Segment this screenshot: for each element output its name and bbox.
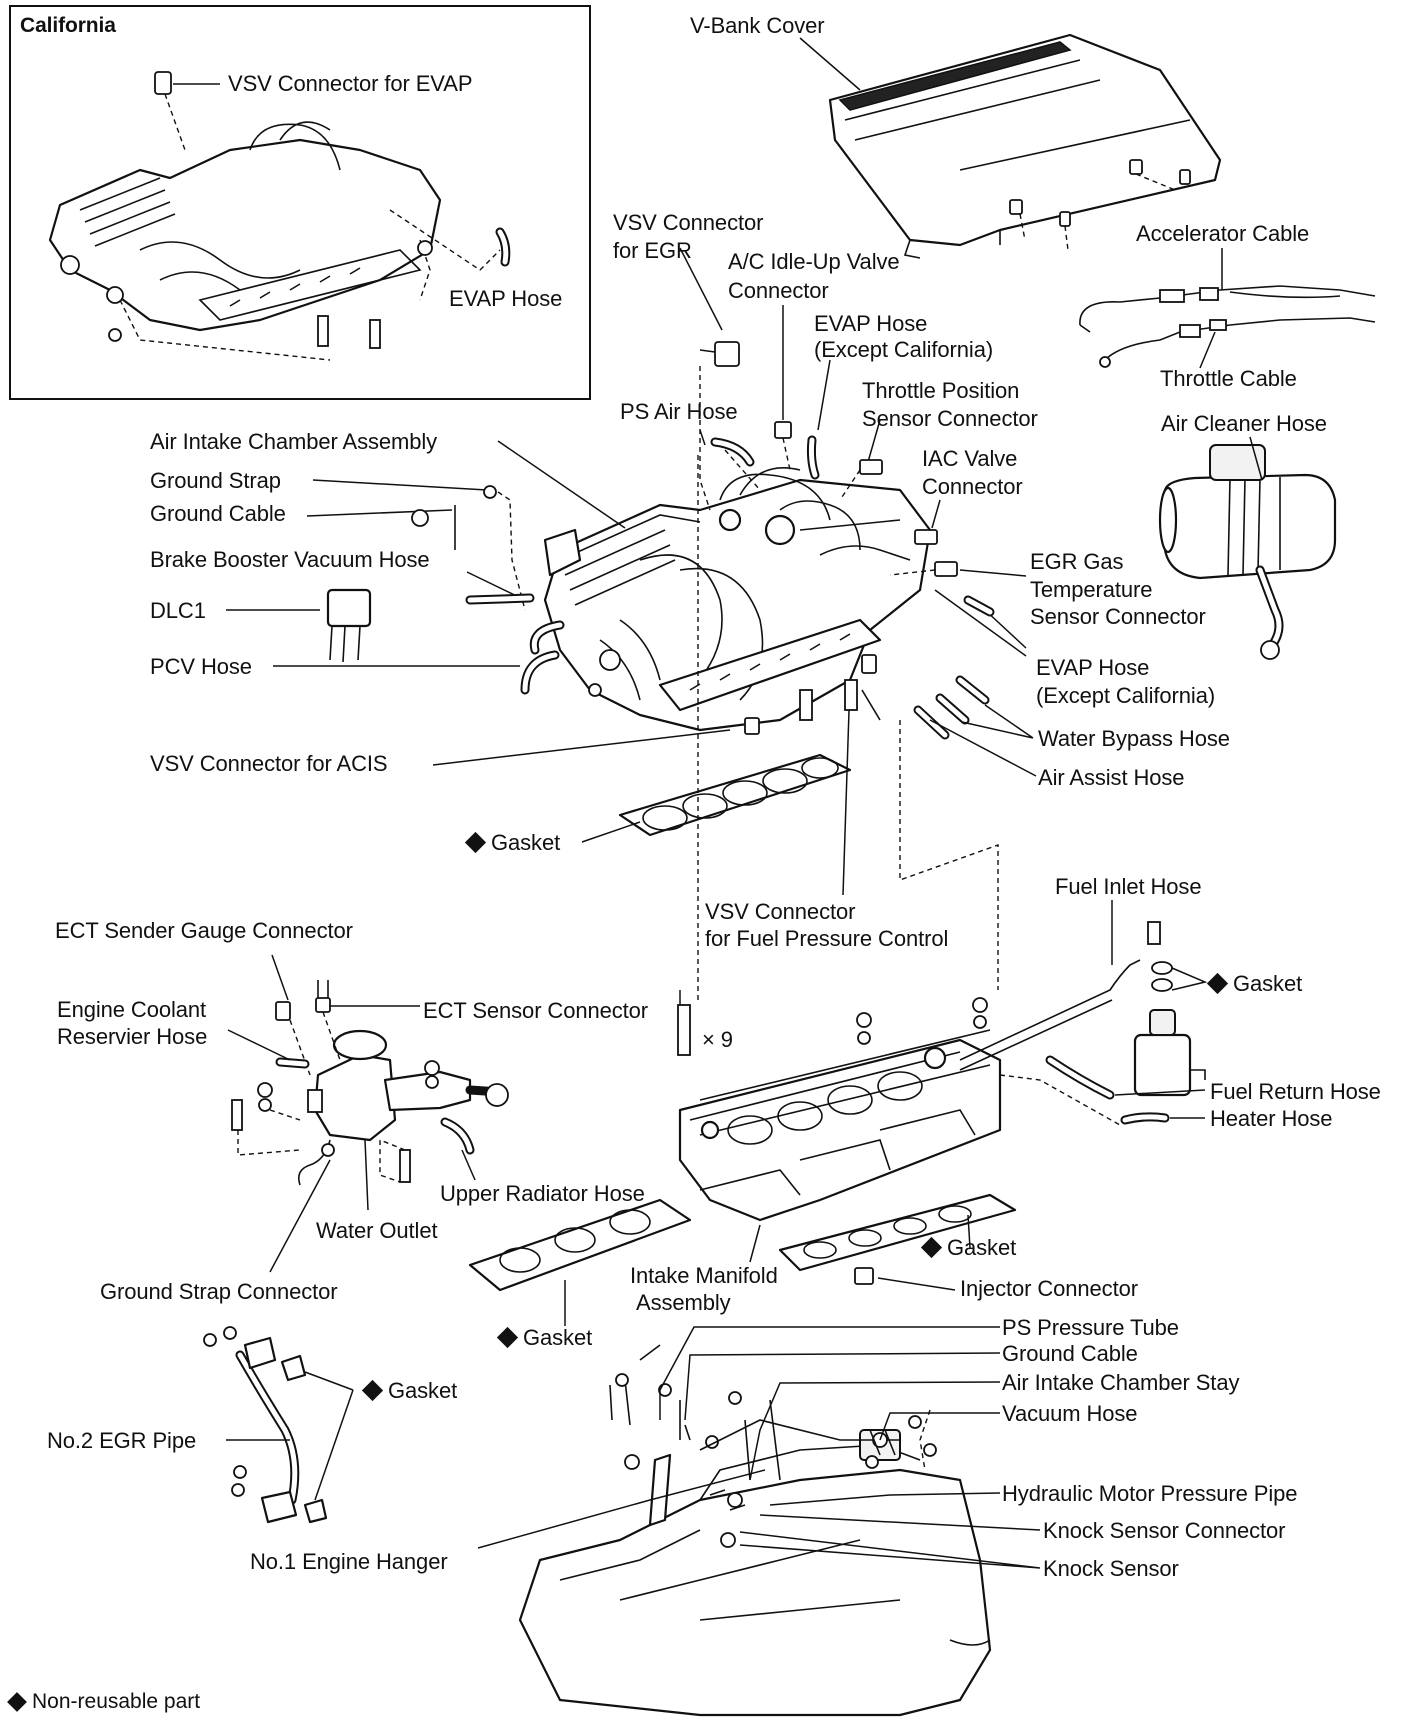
label-air-assist: Air Assist Hose — [1038, 765, 1185, 790]
v-bank-cover-part — [828, 33, 1222, 259]
label-gasket-5-text: Gasket — [388, 1378, 458, 1403]
label-ac-idle-2: Connector — [728, 278, 829, 303]
lower-gasket-3-part — [468, 1198, 692, 1292]
label-water-outlet: Water Outlet — [316, 1218, 438, 1243]
upper-gasket-part — [618, 753, 852, 837]
label-vsv-egr-1: VSV Connector — [613, 210, 764, 235]
water-outlet-part — [307, 1029, 509, 1142]
label-vacuum-hose: Vacuum Hose — [1002, 1401, 1138, 1426]
label-knock-sensor-connector: Knock Sensor Connector — [1043, 1518, 1286, 1543]
label-ground-cable-2: Ground Cable — [1002, 1341, 1138, 1366]
label-water-bypass: Water Bypass Hose — [1038, 726, 1230, 751]
fuel-pressure-regulator-part — [1133, 1009, 1206, 1097]
engine-block-part — [518, 1429, 992, 1717]
label-ground-cable: Ground Cable — [150, 501, 286, 526]
cables-part — [1079, 285, 1376, 368]
label-vsv-fuel-1: VSV Connector — [705, 899, 856, 924]
label-gasket-2: Gasket — [1206, 970, 1303, 997]
label-evap-hose-top-1: EVAP Hose — [814, 311, 928, 336]
label-v-bank-cover: V-Bank Cover — [690, 13, 825, 38]
label-knock-sensor: Knock Sensor — [1043, 1556, 1179, 1581]
label-egr-gas-temp-2: Temperature — [1030, 577, 1153, 602]
label-gasket-4: Gasket — [920, 1234, 1017, 1261]
label-injector-connector: Injector Connector — [960, 1276, 1138, 1301]
non-reusable-diamond-icon — [7, 1692, 27, 1712]
label-gasket-2-text: Gasket — [1233, 971, 1303, 996]
label-vsv-fuel-2: for Fuel Pressure Control — [705, 926, 949, 951]
label-brake-booster: Brake Booster Vacuum Hose — [150, 547, 430, 572]
label-upper-radiator: Upper Radiator Hose — [440, 1181, 645, 1206]
label-ps-air-hose: PS Air Hose — [620, 399, 738, 424]
label-no1-engine-hanger: No.1 Engine Hanger — [250, 1549, 448, 1574]
label-ect-sender: ECT Sender Gauge Connector — [55, 918, 353, 943]
non-reusable-diamond-icon — [1206, 972, 1229, 995]
label-evap-hose-mid-2: (Except California) — [1036, 683, 1216, 708]
label-air-intake-stay: Air Intake Chamber Stay — [1002, 1370, 1240, 1395]
label-throttle-cable: Throttle Cable — [1160, 366, 1297, 391]
label-fuel-inlet: Fuel Inlet Hose — [1055, 874, 1202, 899]
label-egr-gas-temp-3: Sensor Connector — [1030, 604, 1206, 629]
label-heater-hose: Heater Hose — [1210, 1106, 1333, 1131]
non-reusable-diamond-icon — [361, 1379, 384, 1402]
air-intake-chamber-part — [543, 466, 932, 732]
dlc1-part — [326, 588, 372, 663]
label-air-cleaner-hose: Air Cleaner Hose — [1161, 411, 1327, 436]
label-tps-connector-2: Sensor Connector — [862, 406, 1038, 431]
label-ground-strap: Ground Strap — [150, 468, 281, 493]
label-gasket-1: Gasket — [464, 829, 561, 856]
non-reusable-diamond-icon — [496, 1326, 519, 1349]
label-evap-hose-top-2: (Except California) — [814, 337, 994, 362]
label-iac-connector-1: IAC Valve — [922, 446, 1018, 471]
label-gasket-5: Gasket — [361, 1377, 458, 1404]
label-air-intake-chamber: Air Intake Chamber Assembly — [150, 429, 438, 454]
label-pcv-hose: PCV Hose — [150, 654, 252, 679]
label-intake-manifold-2: Assembly — [636, 1290, 731, 1315]
label-ect-sensor: ECT Sensor Connector — [423, 998, 649, 1023]
label-vsv-connector-evap: VSV Connector for EVAP — [228, 71, 473, 96]
label-dlc1: DLC1 — [150, 598, 206, 623]
label-accelerator-cable: Accelerator Cable — [1136, 221, 1310, 246]
lower-gasket-4-part — [778, 1193, 1017, 1272]
label-vsv-acis: VSV Connector for ACIS — [150, 751, 388, 776]
label-ground-strap-connector: Ground Strap Connector — [100, 1279, 338, 1304]
non-reusable-diamond-icon — [920, 1236, 943, 1259]
label-evap-hose-mid-1: EVAP Hose — [1036, 655, 1150, 680]
label-hydraulic-pipe: Hydraulic Motor Pressure Pipe — [1002, 1481, 1298, 1506]
label-fuel-return: Fuel Return Hose — [1210, 1079, 1381, 1104]
label-bolt-count: × 9 — [702, 1027, 733, 1052]
label-iac-connector-2: Connector — [922, 474, 1023, 499]
label-ps-pressure-tube: PS Pressure Tube — [1002, 1315, 1179, 1340]
air-cleaner-hose-part — [1158, 444, 1337, 660]
legend: Non-reusable part — [6, 1690, 200, 1714]
inset-title: California — [20, 14, 116, 37]
non-reusable-diamond-icon — [464, 831, 487, 854]
inset-intake-chamber — [48, 71, 511, 361]
legend-text: Non-reusable part — [32, 1690, 201, 1713]
manifold-bolts — [677, 679, 988, 1056]
intake-manifold-part — [678, 1029, 1002, 1222]
label-gasket-4-text: Gasket — [947, 1235, 1017, 1260]
label-coolant-reservoir-1: Engine Coolant — [57, 997, 207, 1022]
label-coolant-reservoir-2: Reservier Hose — [57, 1024, 208, 1049]
egr-pipe-part — [203, 1326, 300, 1524]
label-intake-manifold-1: Intake Manifold — [630, 1263, 778, 1288]
label-vsv-egr-2: for EGR — [613, 238, 692, 263]
label-ac-idle-1: A/C Idle-Up Valve — [728, 249, 900, 274]
label-gasket-3: Gasket — [496, 1324, 593, 1351]
label-egr-gas-temp-1: EGR Gas — [1030, 549, 1124, 574]
label-evap-hose-inset: EVAP Hose — [449, 286, 563, 311]
label-gasket-3-text: Gasket — [523, 1325, 593, 1350]
label-tps-connector-1: Throttle Position — [862, 378, 1020, 403]
label-no2-egr-pipe: No.2 EGR Pipe — [47, 1428, 197, 1453]
label-gasket-1-text: Gasket — [491, 830, 561, 855]
